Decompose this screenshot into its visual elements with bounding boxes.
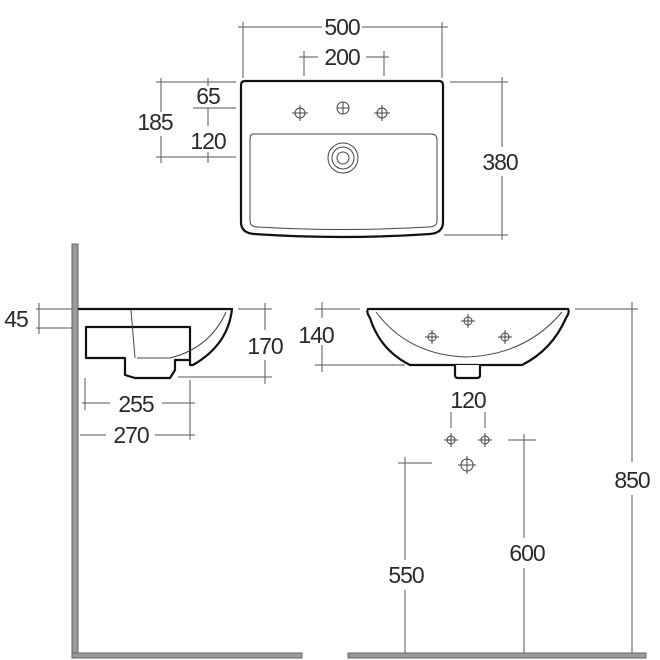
bowl-inner-front — [375, 311, 563, 358]
basin-outline-plan — [239, 79, 445, 239]
dim-line-120 — [450, 412, 486, 428]
dim-waste-height: 550 — [388, 562, 424, 588]
floor-left — [71, 652, 303, 659]
waste-point-icon — [458, 456, 476, 474]
supply-point-icon — [444, 433, 458, 447]
waste-outlet-icon — [327, 142, 359, 174]
dim-line-140 — [315, 302, 405, 372]
supply-point-icon — [478, 433, 492, 447]
dim-tap-spacing: 200 — [324, 44, 360, 70]
dim-line-600 — [508, 434, 536, 653]
dim-line-255 — [82, 378, 195, 440]
dim-line-185 — [156, 78, 236, 163]
plan-view: 500 200 185 65 120 380 — [137, 14, 519, 240]
dim-line-850 — [575, 302, 638, 653]
tap-hole-icon — [374, 105, 390, 121]
dim-line-500 — [238, 22, 448, 78]
dim-overall-width: 500 — [324, 14, 360, 40]
dim-line-45 — [36, 303, 72, 334]
dim-supply-height: 600 — [509, 540, 545, 566]
tap-hole-icon — [461, 314, 475, 328]
dim-line-380 — [444, 77, 508, 240]
basin-outline-front — [366, 307, 570, 367]
dim-bowl-height: 140 — [298, 322, 334, 348]
dim-wall-to-trap-outer: 270 — [113, 422, 149, 448]
tap-hole-icon — [292, 105, 308, 121]
dim-depth-to-tap: 65 — [196, 83, 220, 109]
floor-right — [347, 652, 647, 659]
dim-rim-thickness: 45 — [4, 306, 28, 332]
dim-rim-height: 850 — [614, 467, 650, 493]
basin-bowl-plan — [249, 133, 438, 230]
dim-tap-to-waste: 120 — [190, 128, 226, 154]
wall — [71, 243, 79, 659]
dim-wall-to-trap: 255 — [118, 391, 154, 417]
dim-line-200 — [299, 51, 389, 76]
dim-supply-spacing: 120 — [450, 387, 486, 413]
trap-front — [453, 365, 482, 380]
dim-overall-depth: 380 — [482, 149, 518, 175]
tap-hole-icon — [336, 101, 350, 115]
dim-height: 170 — [247, 333, 283, 359]
front-view: 140 850 120 550 600 — [298, 302, 651, 659]
tap-hole-icon — [498, 330, 512, 344]
dim-line-170 — [178, 303, 272, 384]
bowl-inner-side — [130, 309, 227, 359]
tap-hole-icon — [425, 330, 439, 344]
dim-depth-to-waste: 185 — [137, 109, 173, 135]
basin-outline-side — [78, 307, 234, 380]
dim-line-550 — [398, 457, 432, 653]
side-view: 45 170 255 270 — [4, 243, 303, 659]
